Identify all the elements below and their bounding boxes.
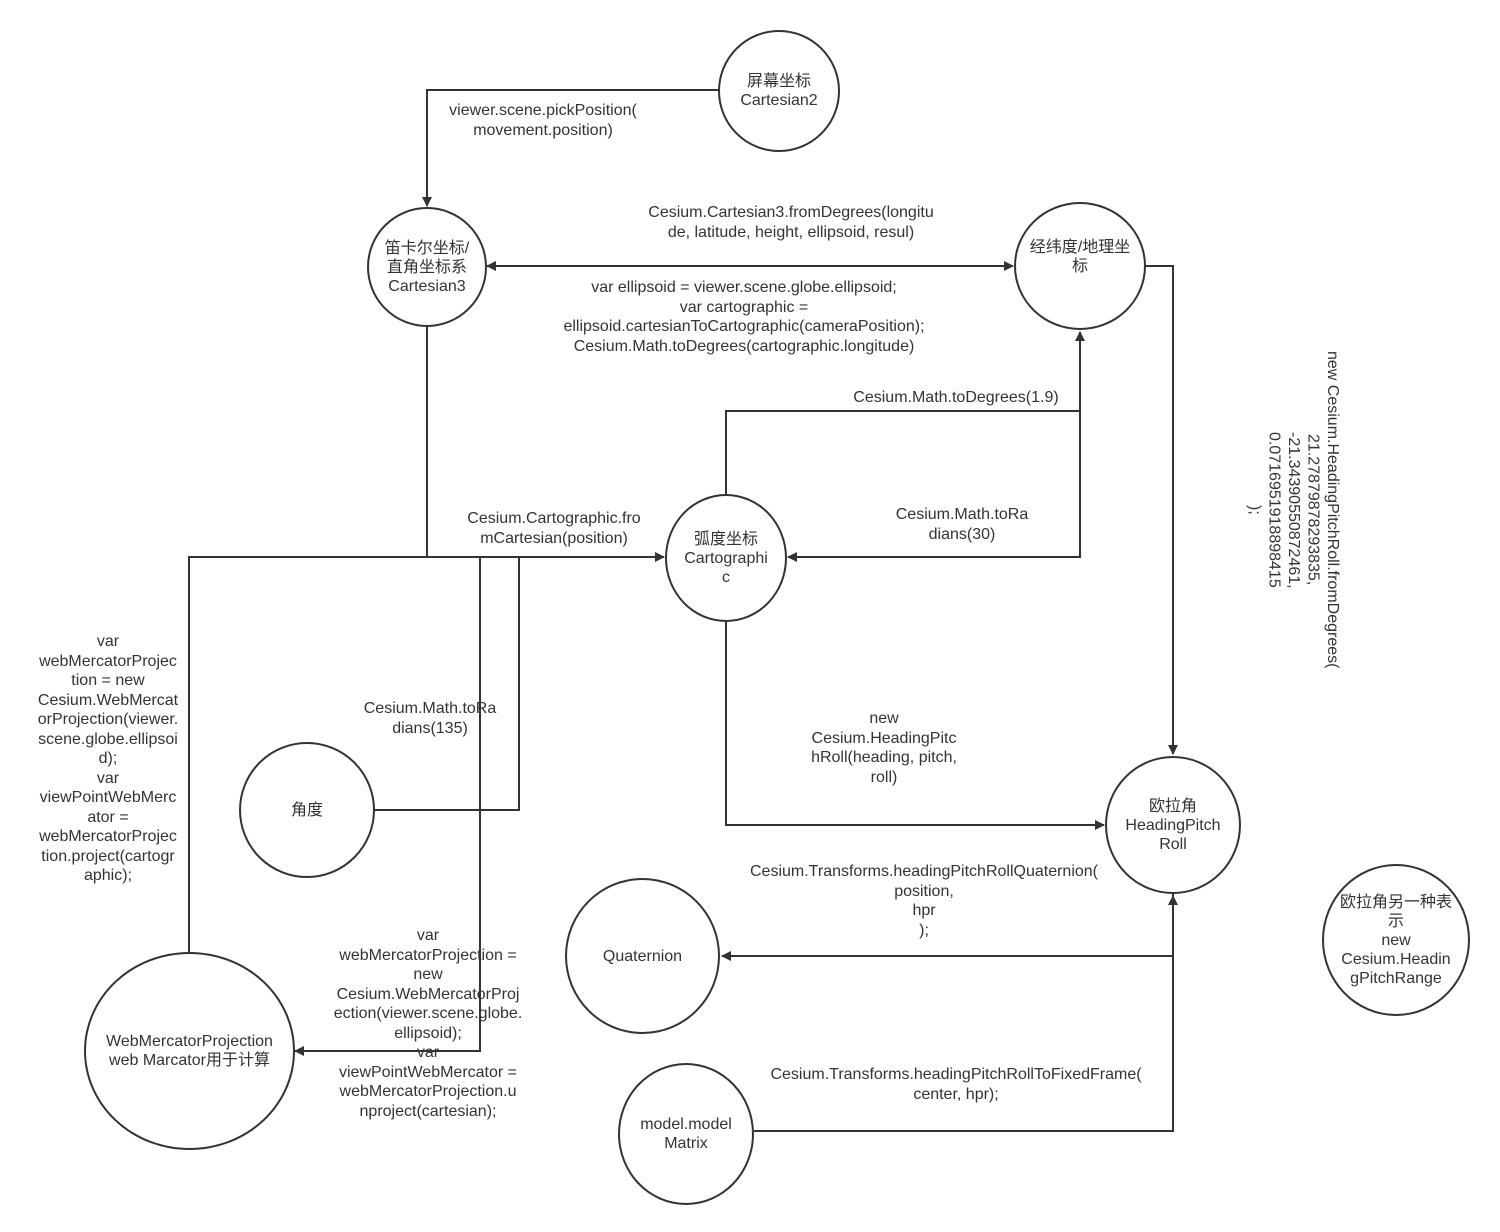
label-webmercator-unproject: var webMercatorProjection = new Cesium.W…	[333, 927, 523, 1120]
node-label: HeadingPitch	[1125, 816, 1221, 834]
edge-screen-to-cartesian3	[422, 89, 720, 207]
label-hpr-quaternion: Cesium.Transforms.headingPitchRollQuater…	[750, 863, 1098, 939]
node-label: 欧拉角	[1148, 797, 1197, 815]
node-label: Cartesian2	[740, 92, 818, 109]
edge-webmercator-to-cartographic	[188, 556, 427, 952]
node-label: c	[721, 568, 730, 586]
edge-lonlat-to-cartographic	[787, 411, 1081, 562]
label-pick-position: viewer.scene.pickPosition( movement.posi…	[449, 102, 637, 139]
edge-lonlat-to-euler	[1144, 265, 1178, 755]
edge-cartographic-to-euler	[725, 620, 1105, 830]
node-label: Roll	[1159, 835, 1187, 853]
label-cartesian-to-cartographic: var ellipsoid = viewer.scene.globe.ellip…	[563, 279, 925, 355]
node-screen-cartesian2[interactable]: 屏幕坐标 Cartesian2	[718, 30, 840, 152]
node-label: 弧度坐标	[693, 530, 758, 548]
node-label: gPitchRange	[1350, 969, 1442, 987]
label-hpr-from-degrees: new Cesium.HeadingPitchRoll.fromDegrees(…	[1246, 351, 1341, 669]
label-cartographic-from-cartesian: Cesium.Cartographic.fro mCartesian(posit…	[467, 510, 641, 547]
node-label: 角度	[290, 801, 323, 819]
node-label: Cartesian3	[388, 277, 466, 295]
node-label: 示	[1387, 912, 1404, 930]
node-label: WebMercatorProjection	[106, 1033, 273, 1050]
node-label: model.model	[640, 1116, 732, 1133]
label-math-to-degrees: Cesium.Math.toDegrees(1.9)	[853, 389, 1059, 406]
label-new-heading-pitch-roll: new Cesium.HeadingPitc hRoll(heading, pi…	[811, 710, 957, 786]
edge-angle-to-cartographic	[374, 557, 520, 811]
node-label: 经纬度/地理坐	[1029, 239, 1131, 256]
node-label: Cesium.Headin	[1341, 950, 1451, 968]
node-label: Cartographi	[684, 549, 768, 567]
node-lonlat[interactable]: 经纬度/地理坐标	[1014, 202, 1146, 330]
node-label: 笛卡尔坐标/	[384, 239, 470, 257]
node-angle[interactable]: 角度	[239, 742, 375, 878]
node-label: Matrix	[664, 1135, 708, 1152]
label-hpr-to-fixed-frame: Cesium.Transforms.headingPitchRollToFixe…	[770, 1066, 1142, 1103]
node-label: Quaternion	[602, 947, 683, 965]
edge-cartesian-to-webmercator	[294, 557, 481, 1056]
label-math-to-radians-135: Cesium.Math.toRa dians(135)	[363, 700, 497, 737]
node-label: new	[1381, 931, 1411, 949]
node-quaternion[interactable]: Quaternion	[565, 878, 720, 1034]
node-label: 直角坐标系	[386, 258, 467, 276]
label-cartesian3-from-degrees: Cesium.Cartesian3.fromDegrees(longitu de…	[648, 204, 934, 241]
node-label: 标	[1071, 258, 1088, 275]
label-math-to-radians-30: Cesium.Math.toRa dians(30)	[895, 506, 1029, 543]
node-label: web Marcator用于计算	[109, 1052, 270, 1069]
edge-modelmatrix-to-euler	[754, 895, 1178, 1132]
edge-cartographic-to-lonlat	[725, 331, 1085, 494]
node-webmercator[interactable]: WebMercatorProjection web Marcator用于计算	[84, 952, 295, 1150]
label-webmercator-project: var webMercatorProjec tion = new Cesium.…	[37, 633, 179, 884]
node-label: 屏幕坐标	[746, 73, 811, 90]
node-label: 欧拉角另一种表	[1339, 893, 1452, 911]
